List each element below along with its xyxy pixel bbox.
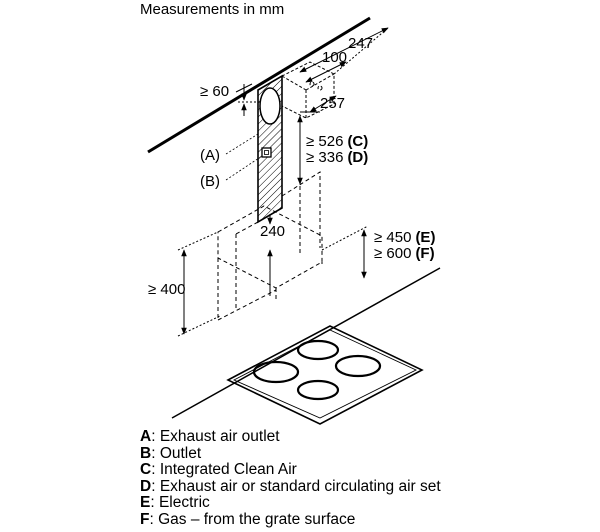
dim-247-label: 247 — [348, 35, 373, 52]
legend-text: : Integrated Clean Air — [151, 461, 297, 479]
legend-item: D: Exhaust air or standard circulating a… — [140, 477, 441, 496]
burner-icon — [296, 339, 340, 361]
callout-a-label: (A) — [200, 147, 220, 164]
dim-100-label: 100 — [322, 49, 347, 66]
legend-key: B — [140, 444, 152, 462]
dim-600-value: ≥ 600(F) — [374, 245, 435, 262]
legend-key: F — [140, 510, 150, 528]
burner-icon — [296, 379, 340, 401]
callout-lines — [225, 133, 263, 181]
dim-400 — [177, 231, 221, 337]
dim-60 — [235, 83, 262, 116]
legend-item: A: Exhaust air outlet — [140, 428, 441, 446]
dim-240-label: 240 — [260, 223, 285, 240]
diagram-title: Measurements in mm — [140, 1, 284, 18]
dim-450-value: ≥ 450(E) — [374, 229, 435, 246]
dim-400-label: ≥ 400 — [148, 281, 185, 298]
exhaust-outlet-icon — [259, 87, 281, 125]
legend-key: E — [140, 494, 151, 512]
dim-450-600 — [321, 225, 369, 279]
power-outlet-icon — [261, 147, 272, 158]
legend-item: C: Integrated Clean Air — [140, 461, 441, 479]
legend-item: F: Gas – from the grate surface — [140, 510, 441, 529]
burner-icon — [334, 354, 382, 378]
dim-526-value: ≥ 526(C) — [306, 133, 368, 150]
burner-icon — [252, 360, 300, 384]
telescopic-chimney — [235, 171, 321, 256]
legend-key: C — [140, 461, 152, 479]
dim-60-label: ≥ 60 — [200, 83, 229, 100]
legend-item: E: Electric — [140, 495, 441, 512]
dim-257 — [300, 95, 337, 113]
dim-257-label: 257 — [320, 95, 345, 112]
legend-text: : Electric — [150, 494, 210, 512]
legend-text: : Exhaust air or standard circulating ai… — [151, 477, 441, 495]
cooktop — [226, 325, 424, 425]
legend-text: : Exhaust air outlet — [151, 428, 280, 445]
legend-item: B: Outlet — [140, 444, 441, 463]
dim-247-100 — [299, 27, 389, 83]
legend-text: : Outlet — [151, 444, 202, 462]
hood-canopy — [217, 205, 323, 321]
callout-b-label: (B) — [200, 173, 220, 190]
legend-text: : Gas – from the grate surface — [149, 510, 356, 528]
legend-key: A — [140, 428, 152, 445]
dim-336-value: ≥ 336(D) — [306, 149, 368, 166]
legend-key: D — [140, 477, 152, 495]
